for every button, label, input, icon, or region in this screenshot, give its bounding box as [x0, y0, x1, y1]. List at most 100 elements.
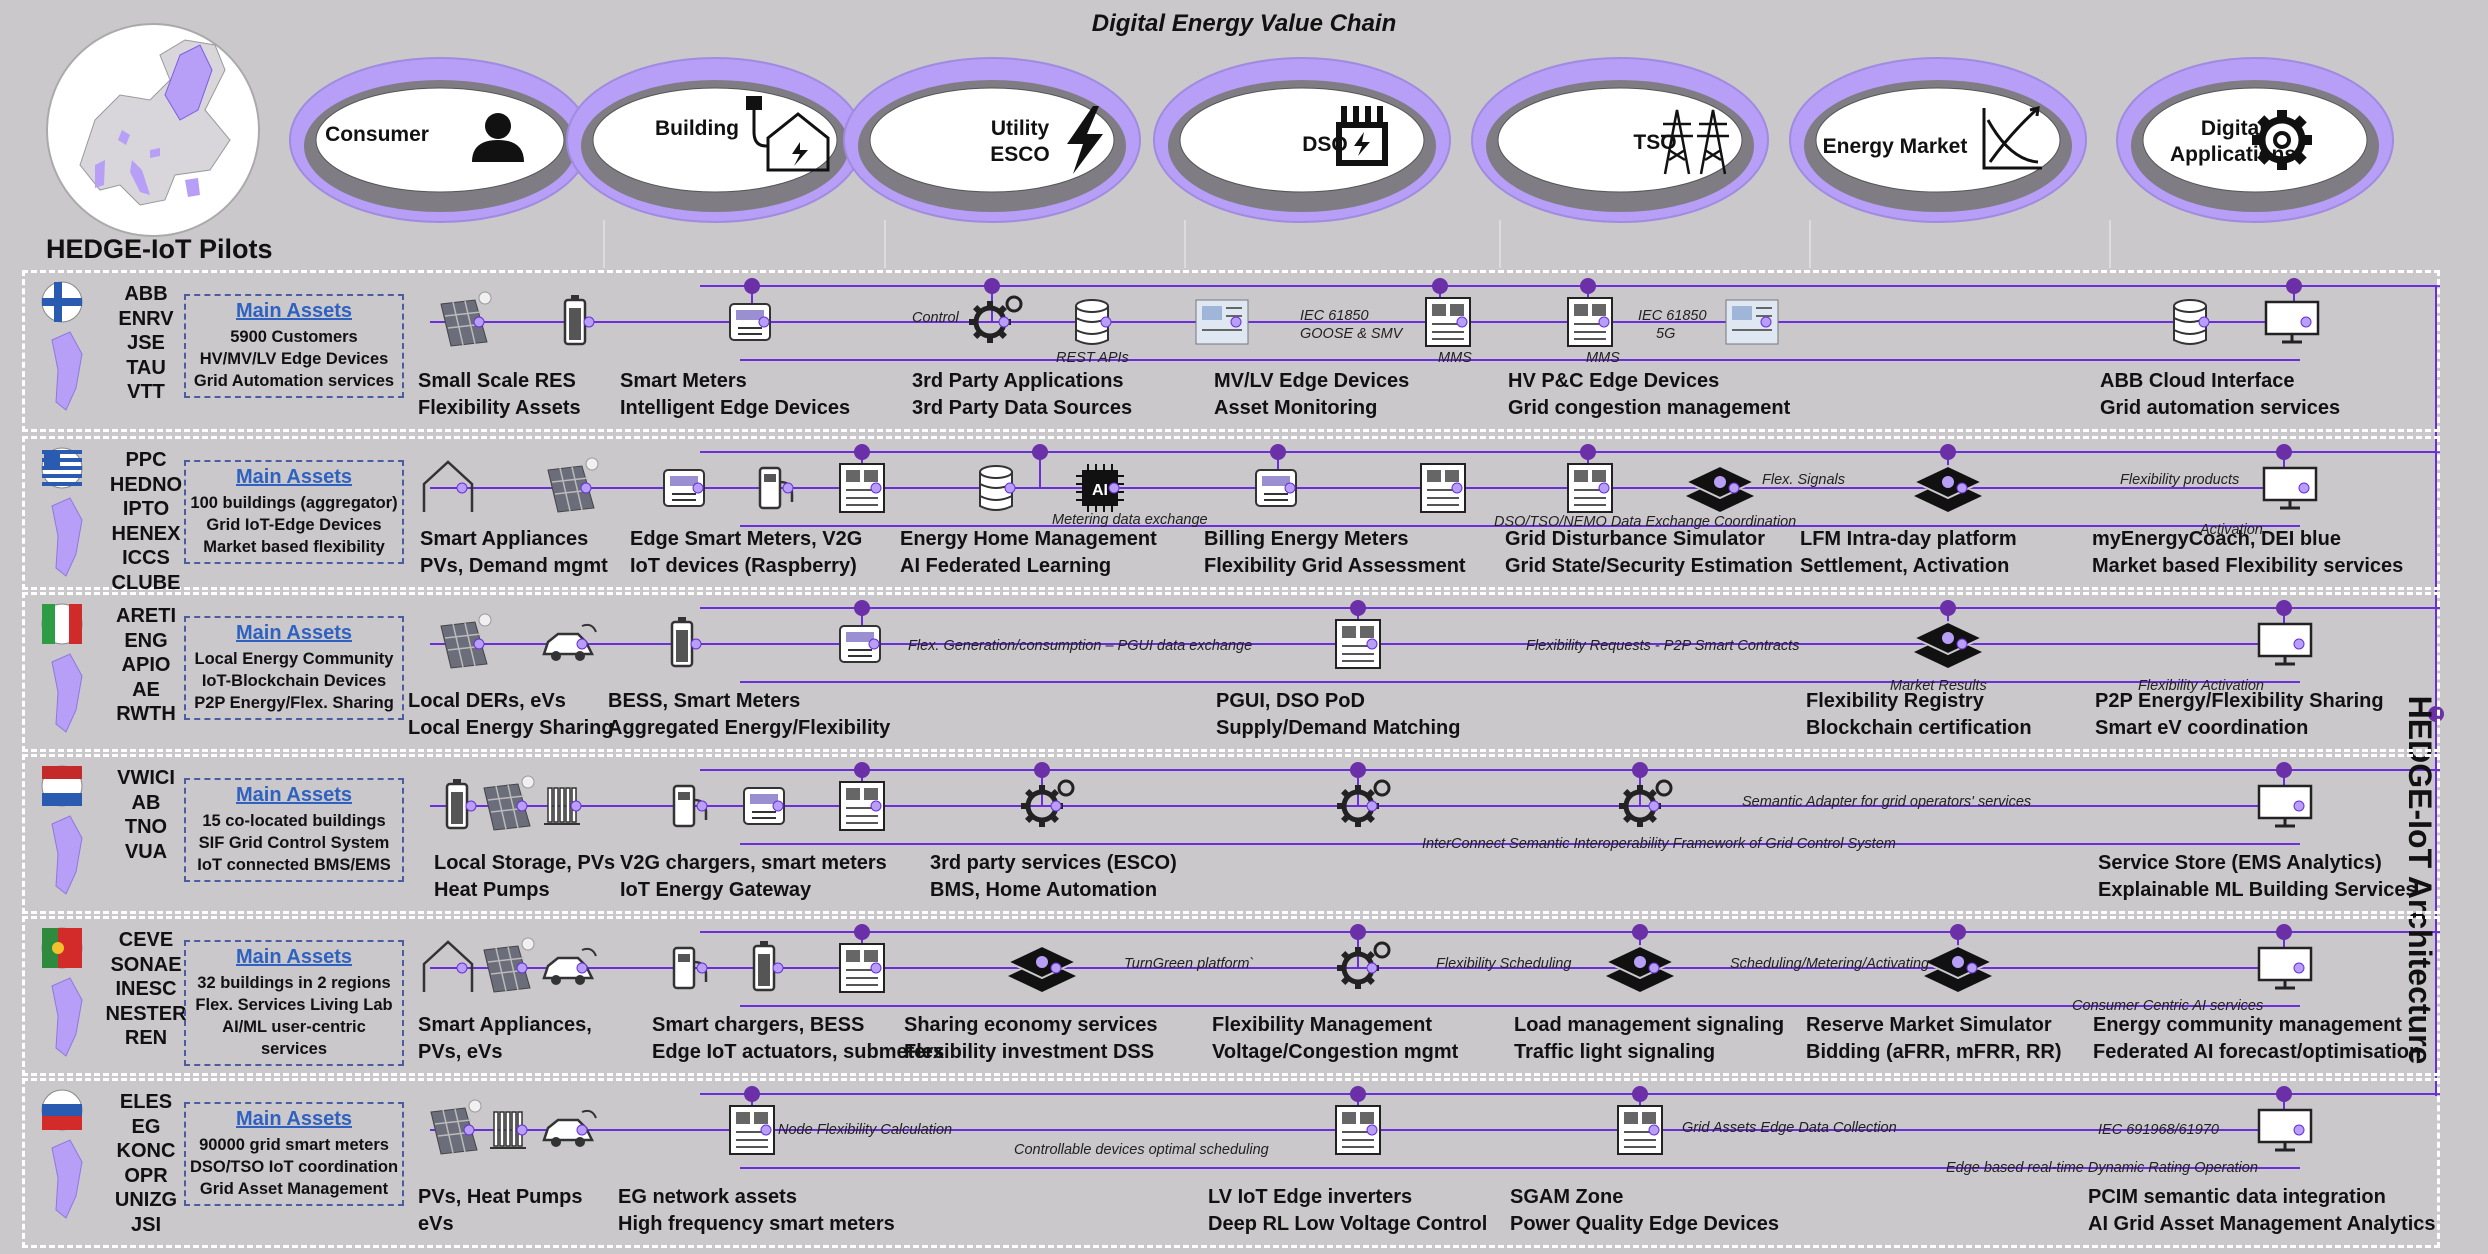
value-chain-label: Energy Market [1822, 135, 1968, 158]
pilot-connection-lines [430, 762, 2440, 845]
caption-line: 3rd Party Applications [912, 370, 1124, 392]
caption-line: PGUI, DSO PoD [1216, 690, 1365, 712]
country-map-icon [51, 653, 83, 733]
connector-label: TurnGreen platform` [1124, 956, 1255, 972]
caption-line: Deep RL Low Voltage Control [1208, 1213, 1488, 1235]
connector-label: Scheduling/Metering/Activating [1730, 956, 1930, 972]
caption-line: Smart chargers, BESS [652, 1014, 865, 1036]
pilot-row-greece [22, 436, 2440, 590]
pilot-connection-lines [430, 1086, 2440, 1169]
partner-name: JSI [130, 1213, 162, 1236]
bus-tap-dot [1580, 278, 1596, 294]
bus-tap-dot [1350, 762, 1366, 778]
solar-panel-icon [483, 937, 535, 993]
caption-line: Market based Flexibility services [2092, 555, 2404, 577]
component-caption: Service Store (EMS Analytics)Explainable… [2098, 850, 2417, 904]
main-asset-item: Flex. Services Living Lab [195, 996, 393, 1014]
solar-panel-icon [547, 457, 599, 513]
country-map-icon [51, 1139, 83, 1219]
connector-label: Metering data exchange [1052, 512, 1208, 528]
bus-tap-dot [1950, 924, 1966, 940]
main-assets-link[interactable]: Main Assets [236, 300, 352, 322]
main-asset-item: 100 buildings (aggregator) [190, 494, 398, 512]
main-assets-link[interactable]: Main Assets [236, 622, 352, 644]
solar-panel-icon [430, 1099, 482, 1155]
caption-line: Aggregated Energy/Flexibility [608, 717, 891, 739]
caption-line: Explainable ML Building Services [2098, 879, 2417, 901]
connector-label: Semantic Adapter for grid operators' ser… [1742, 794, 2032, 810]
person-icon [472, 113, 524, 162]
pilot-row-portugal [22, 916, 2440, 1076]
partner-name: CEVE [118, 929, 174, 951]
connector-label: Flex. Generation/consumption – PGUI data… [908, 638, 1253, 654]
partner-name: OPR [124, 1164, 168, 1187]
edge-device-icon [839, 463, 885, 513]
bus-tap-dot [854, 762, 870, 778]
caption-line: Asset Monitoring [1214, 397, 1378, 419]
country-map-icon [51, 815, 83, 895]
gear-node-icon [1021, 779, 1075, 827]
ied-device-icon [1725, 299, 1779, 345]
connector-label: Grid Assets Edge Data Collection [1682, 1120, 1897, 1136]
partner-name: APIO [121, 654, 171, 676]
value-chain-label: Building [655, 117, 739, 140]
partner-name: ABB [124, 283, 168, 305]
caption-line: Grid automation services [2100, 397, 2341, 419]
connector-label: Flex. Signals [1762, 472, 1846, 488]
caption-line: Local DERs, eVs [408, 690, 566, 712]
partner-name: JSE [127, 332, 165, 354]
value-chain-ring [1789, 57, 2087, 223]
caption-line: Local Storage, PVs [434, 852, 616, 874]
main-assets-link[interactable]: Main Assets [236, 1108, 352, 1130]
edge-gateway-icon [2257, 1108, 2313, 1152]
caption-line: ABB Cloud Interface [2100, 370, 2295, 392]
main-asset-item: Grid Automation services [193, 372, 395, 390]
connector-label: Activation [2200, 522, 2263, 538]
smart-meter-icon [743, 787, 785, 825]
main-asset-item: Local Energy Community [194, 650, 394, 668]
pilot-connection-lines [430, 278, 2440, 361]
value-chain-label: Consumer [325, 123, 429, 146]
connector-label: Flexibility products [2120, 472, 2240, 488]
pilot-row-italy [22, 592, 2440, 752]
pilots-title: HEDGE-IoT Pilots [46, 234, 273, 264]
partner-name: CLUBE [111, 571, 181, 594]
partner-name: ELES [119, 1091, 173, 1113]
value-chain-ring [843, 57, 1141, 223]
bus-tap-dot [854, 444, 870, 460]
caption-line: Power Quality Edge Devices [1510, 1213, 1779, 1235]
bus-tap-dot [854, 924, 870, 940]
caption-line: 3rd Party Data Sources [912, 397, 1133, 419]
main-asset-item: IoT connected BMS/EMS [197, 856, 391, 874]
main-asset-item: 32 buildings in 2 regions [197, 974, 391, 992]
edge-device-icon [729, 1105, 775, 1155]
main-assets-link[interactable]: Main Assets [236, 784, 352, 806]
bus-tap-dot [1940, 444, 1956, 460]
caption-line: Settlement, Activation [1800, 555, 2010, 577]
bus-tap-dot [1632, 762, 1648, 778]
caption-line: LV IoT Edge inverters [1208, 1186, 1413, 1208]
main-assets-link[interactable]: Main Assets [236, 466, 352, 488]
caption-line: Flexibility investment DSS [904, 1041, 1155, 1063]
pilot-connection-lines: AI [422, 444, 2440, 527]
caption-line: High frequency smart meters [618, 1213, 895, 1235]
connector-label: Controllable devices optimal scheduling [1014, 1142, 1269, 1158]
main-assets-link[interactable]: Main Assets [236, 946, 352, 968]
market-chart-icon [1982, 106, 2042, 170]
caption-line: EG network assets [618, 1186, 797, 1208]
main-asset-item: 5900 Customers [230, 328, 358, 346]
connector-label: 5G [1656, 326, 1676, 342]
connector-label: IEC 61850 [1638, 308, 1707, 324]
caption-line: Reserve Market Simulator [1806, 1014, 2052, 1036]
